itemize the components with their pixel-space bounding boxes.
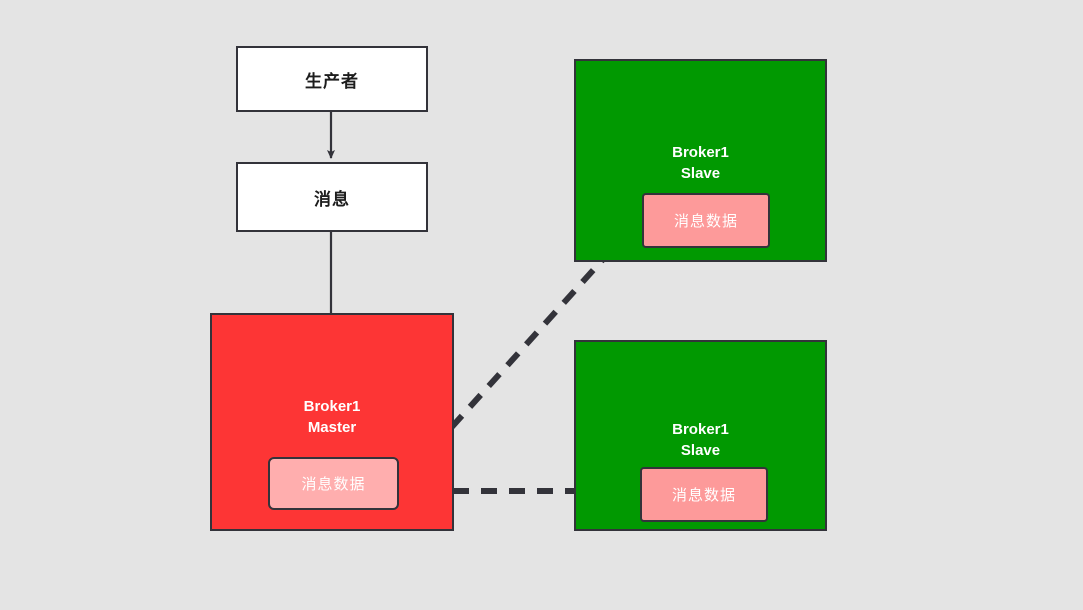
broker-slave-2-title: Broker1 Slave: [672, 421, 729, 459]
broker-slave-1-message-data-label: 消息数据: [673, 213, 738, 230]
broker-slave-2-box[interactable]: Broker1 Slave 消息数据: [574, 340, 827, 531]
broker-master-message-data-box[interactable]: 消息数据: [268, 457, 399, 510]
broker-master-message-data-label: 消息数据: [301, 476, 366, 493]
message-box[interactable]: 消息: [236, 162, 428, 232]
message-label: 消息: [314, 189, 350, 209]
broker-slave-1-message-data-box[interactable]: 消息数据: [642, 193, 770, 248]
producer-box[interactable]: 生产者: [236, 46, 428, 112]
broker-master-title: Broker1 Master: [303, 398, 361, 436]
broker-slave-1-title: Broker1 Slave: [672, 144, 729, 182]
broker-master-box[interactable]: Broker1 Master 消息数据: [210, 313, 454, 531]
broker-slave-2-message-data-label: 消息数据: [671, 487, 736, 504]
broker-slave-1-box[interactable]: Broker1 Slave 消息数据: [574, 59, 827, 262]
broker-slave-2-message-data-box[interactable]: 消息数据: [640, 467, 768, 522]
producer-label: 生产者: [305, 71, 359, 91]
